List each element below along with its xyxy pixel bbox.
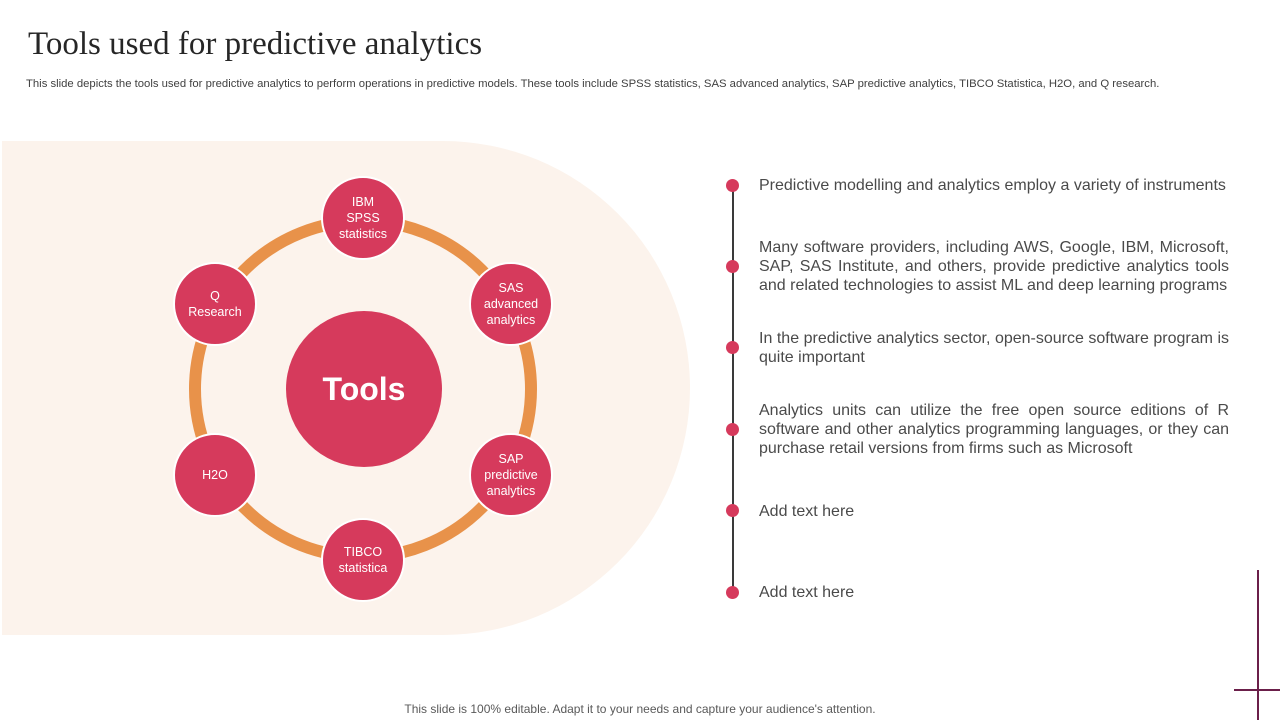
timeline-dot: [726, 586, 739, 599]
timeline-dot: [726, 423, 739, 436]
tool-node-ibm-spss: IBM SPSS statistics: [321, 176, 405, 260]
tool-node-sas: SAS advanced analytics: [469, 262, 553, 346]
tool-node-tibco: TIBCO statistica: [321, 518, 405, 602]
timeline-point-1: Predictive modelling and analytics emplo…: [759, 177, 1226, 194]
timeline-point-3: In the predictive analytics sector, open…: [759, 330, 1229, 366]
corner-decoration-horizontal: [1234, 689, 1280, 691]
timeline-dot: [726, 341, 739, 354]
timeline-point-6: Add text here: [759, 584, 855, 601]
page-subtitle: This slide depicts the tools used for pr…: [26, 78, 1160, 90]
timeline-dot: [726, 504, 739, 517]
tool-node-h2o: H2O: [173, 433, 257, 517]
timeline-line: [732, 185, 734, 592]
footer-note: This slide is 100% editable. Adapt it to…: [404, 702, 876, 716]
timeline-dot: [726, 179, 739, 192]
tool-node-q-research: Q Research: [173, 262, 257, 346]
timeline-point-2: Many software providers, including AWS, …: [759, 239, 1229, 294]
timeline-point-5: Add text here: [759, 503, 855, 520]
corner-decoration-vertical: [1257, 570, 1259, 720]
timeline-point-4: Analytics units can utilize the free ope…: [759, 402, 1229, 457]
tools-hub: Tools: [286, 311, 442, 467]
timeline-dot: [726, 260, 739, 273]
tool-node-sap: SAP predictive analytics: [469, 433, 553, 517]
page-title: Tools used for predictive analytics: [28, 26, 483, 62]
